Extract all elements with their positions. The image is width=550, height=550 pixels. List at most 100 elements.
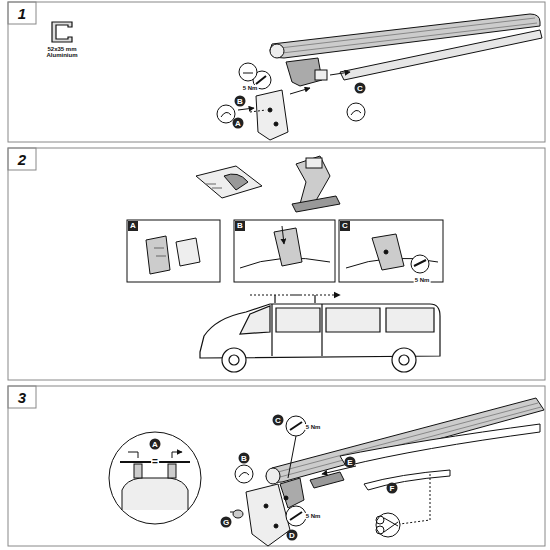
torque-label: 5 Nm — [305, 513, 322, 519]
tool-icons — [351, 110, 361, 115]
step-insets — [372, 234, 404, 270]
step-insets — [414, 260, 426, 266]
tool-icons-3 — [286, 416, 306, 436]
callout-letter: C — [355, 83, 366, 94]
car-inset — [128, 452, 182, 453]
rubber-strip — [364, 470, 450, 490]
equal-sign: = — [151, 457, 159, 467]
tool-icons-3 — [288, 436, 296, 478]
van-outline — [200, 295, 440, 372]
panel-frames — [8, 386, 36, 408]
step-insets — [154, 248, 166, 256]
panel-frames — [8, 148, 545, 380]
callout-letter: A — [233, 118, 244, 129]
callout-letter: B — [235, 96, 246, 107]
roof-bar-end — [278, 403, 541, 477]
van-outline — [229, 355, 239, 365]
foot-bracket — [330, 72, 350, 75]
roof-bar-end — [266, 398, 544, 482]
car-inset — [109, 432, 201, 524]
car-inset — [109, 432, 201, 524]
callout-letter: G — [221, 517, 232, 528]
roof-bar-end — [310, 472, 344, 488]
end-bracket — [264, 504, 268, 508]
tool-icons — [217, 63, 365, 123]
roof-bar-end — [266, 398, 544, 488]
car-inset — [134, 464, 142, 478]
tool-icons-3 — [235, 416, 306, 526]
step-letter: B — [235, 221, 245, 231]
clamp-plate — [290, 88, 310, 94]
tool-icons — [239, 63, 257, 81]
callout-letter: D — [287, 530, 298, 541]
roof-rail — [340, 30, 542, 80]
foot-with-pad — [292, 196, 340, 212]
tool-icons — [347, 103, 365, 121]
step-letter: C — [340, 221, 350, 231]
callout-letter: B — [239, 453, 250, 464]
scissors-icon — [400, 474, 430, 524]
van-outline — [392, 348, 416, 372]
torque-label: 5 Nm — [242, 85, 259, 91]
rubber-strip — [340, 424, 540, 466]
step-insets — [339, 220, 443, 282]
foot-with-pad — [306, 158, 322, 168]
callout-letter: F — [387, 483, 398, 494]
scissors-icon — [376, 474, 430, 537]
step-insets — [274, 228, 302, 266]
panel-frames — [8, 2, 545, 142]
van-outline — [275, 295, 315, 303]
torque-label: 52x35 mm Aluminium — [42, 46, 82, 58]
scissors-icon — [376, 513, 400, 537]
van-outline — [399, 355, 409, 365]
car-inset — [168, 464, 176, 478]
van-outline — [276, 308, 434, 332]
step-insets — [127, 220, 220, 282]
panel-number: 1 — [15, 5, 29, 22]
step-insets — [146, 236, 170, 274]
end-bracket — [233, 510, 243, 518]
scissors-icon — [384, 518, 398, 532]
adhesive-pad — [224, 174, 248, 190]
clamp-plate — [250, 110, 266, 112]
van-outline — [222, 348, 246, 372]
roof-bar — [280, 18, 537, 53]
step-insets — [234, 220, 335, 282]
tool-icons-3 — [239, 472, 249, 477]
clamp-plate — [256, 90, 288, 140]
foot-with-pad — [292, 156, 340, 212]
end-bracket — [284, 496, 288, 500]
clamp-plate — [268, 108, 272, 112]
step-insets — [411, 255, 429, 273]
foot-bracket — [315, 70, 327, 80]
profile-icon — [52, 22, 72, 42]
adhesive-pad — [206, 184, 222, 188]
tool-icons — [243, 73, 253, 74]
roof-bar — [270, 14, 540, 58]
tool-icons — [238, 108, 254, 110]
tool-icons-3 — [235, 465, 253, 483]
tool-icons-3 — [290, 512, 302, 520]
end-bracket — [274, 524, 278, 528]
panel-frames — [8, 2, 36, 24]
panel-frames — [8, 148, 36, 170]
panel-frames — [8, 2, 545, 546]
step-insets — [176, 238, 200, 266]
roof-bar — [270, 44, 284, 58]
adhesive-pad — [196, 166, 262, 198]
step-insets — [384, 250, 388, 254]
profile-icon — [52, 22, 72, 42]
clamp-plate — [250, 88, 310, 140]
step-insets — [282, 226, 284, 244]
panel-number: 3 — [15, 389, 29, 406]
torque-label: 5 Nm — [305, 424, 322, 430]
adhesive-pad — [196, 166, 262, 198]
tool-icons — [256, 76, 266, 84]
tool-icons — [221, 112, 231, 117]
callout-letter: C — [273, 415, 284, 426]
roof-rail — [340, 30, 542, 80]
callout-letter: A — [150, 439, 161, 450]
rubber-strip — [322, 424, 540, 490]
van-outline — [250, 294, 340, 295]
